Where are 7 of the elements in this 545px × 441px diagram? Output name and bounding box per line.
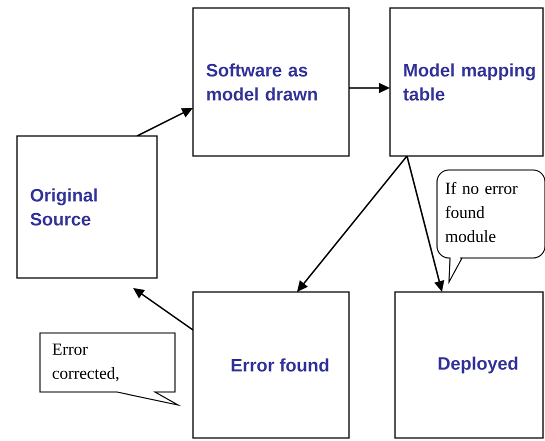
process-box: Deployed bbox=[394, 291, 544, 439]
process-box: Error found bbox=[192, 291, 350, 439]
speech-bubble: If no error found module bbox=[436, 169, 545, 283]
process-box: Model mapping table bbox=[389, 7, 544, 157]
callout-box: Error corrected, bbox=[39, 332, 182, 406]
process-box: Software as model drawn bbox=[192, 7, 350, 157]
process-box: Original Source bbox=[16, 135, 158, 279]
